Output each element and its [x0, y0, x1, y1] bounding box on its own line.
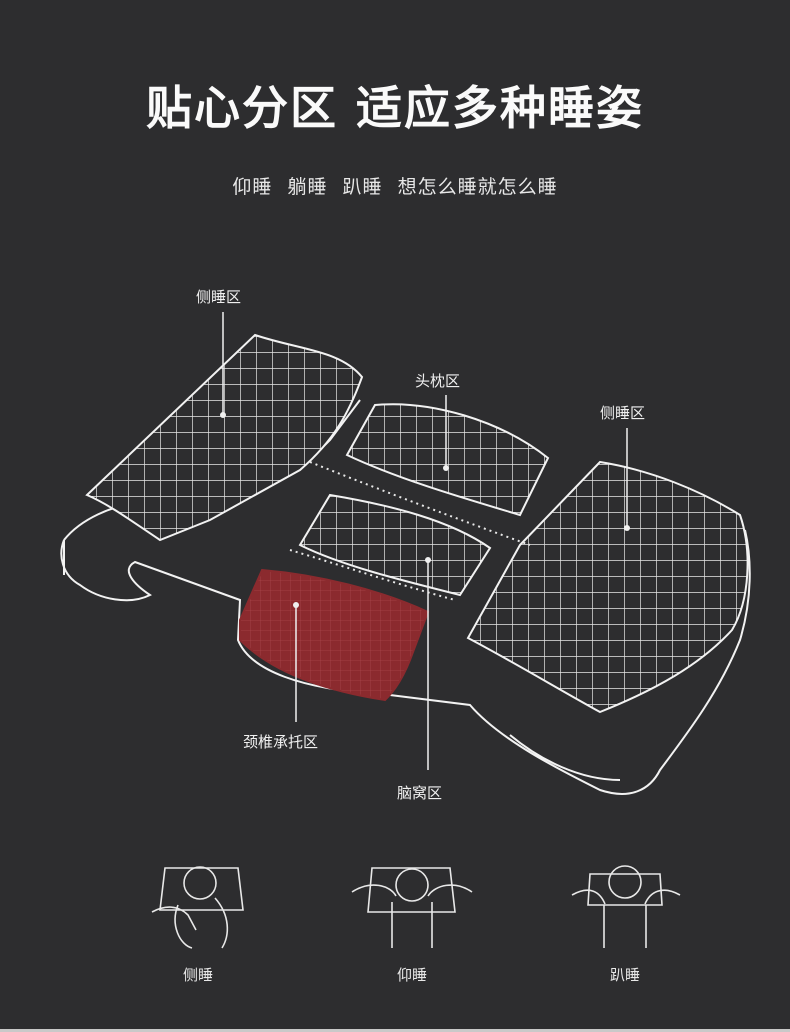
zone-label-head: 头枕区: [415, 372, 461, 390]
zone-label-side-right: 侧睡区: [600, 404, 646, 422]
position-label-side: 侧睡: [182, 966, 213, 984]
side-zone-right: [466, 460, 749, 714]
subtitle-item: 仰睡: [232, 176, 273, 198]
position-label-back: 仰睡: [396, 966, 427, 984]
page-title: 贴心分区 适应多种睡姿: [145, 81, 644, 135]
zone-label-occiput: 脑窝区: [397, 784, 443, 802]
subtitle: 仰睡 躺睡 趴睡 想怎么睡就怎么睡: [0, 172, 790, 199]
back-sleep-icon: [351, 867, 473, 948]
zone-label-side-left: 侧睡区: [196, 288, 242, 306]
subtitle-item: 想怎么睡就怎么睡: [397, 176, 558, 198]
subtitle-item: 趴睡: [342, 176, 383, 198]
occiput-zone: [298, 493, 492, 597]
subtitle-item: 躺睡: [287, 176, 328, 198]
side-zone-left: [85, 333, 364, 542]
side-sleep-icon: [151, 866, 244, 949]
stomach-sleep-icon: [571, 865, 681, 948]
head-zone: [345, 403, 550, 517]
neck-zone: [239, 568, 430, 702]
dotted-line: [289, 549, 456, 601]
bottom-divider: [0, 1029, 790, 1032]
zone-label-neck: 颈椎承托区: [243, 733, 319, 751]
position-label-stomach: 趴睡: [609, 966, 640, 984]
